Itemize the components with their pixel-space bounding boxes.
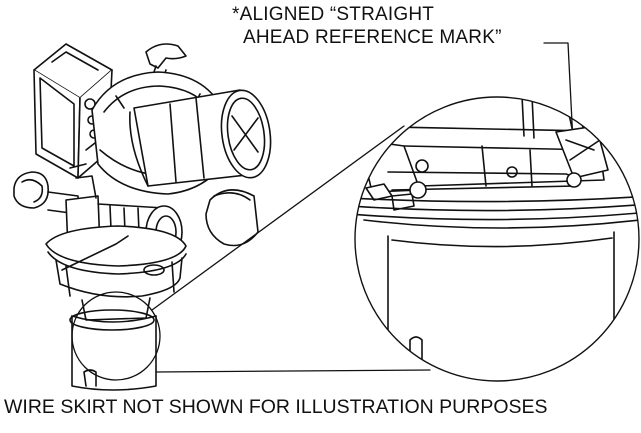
callout-leader: [543, 42, 575, 163]
reference-pointer: [61, 235, 129, 271]
handwheel: [13, 171, 79, 215]
monitor-assembly: [13, 43, 272, 391]
detail-leader-upper: [151, 125, 405, 311]
callout-label-line-1: *ALIGNED “STRAIGHT: [232, 4, 435, 25]
detail-circle-small: [71, 291, 161, 381]
figure-caption: WIRE SKIRT NOT SHOWN FOR ILLUSTRATION PU…: [4, 396, 548, 418]
side-cylinder: [205, 189, 259, 247]
rotating-base: [45, 225, 187, 298]
callout-label-line-2: AHEAD REFERENCE MARK”: [243, 27, 502, 48]
discharge-barrel: [129, 89, 272, 187]
inlet-pipe: [69, 297, 157, 391]
detail-leader-lower: [155, 369, 431, 373]
magnified-detail: [354, 96, 640, 382]
detail-circle-large: [354, 96, 640, 382]
